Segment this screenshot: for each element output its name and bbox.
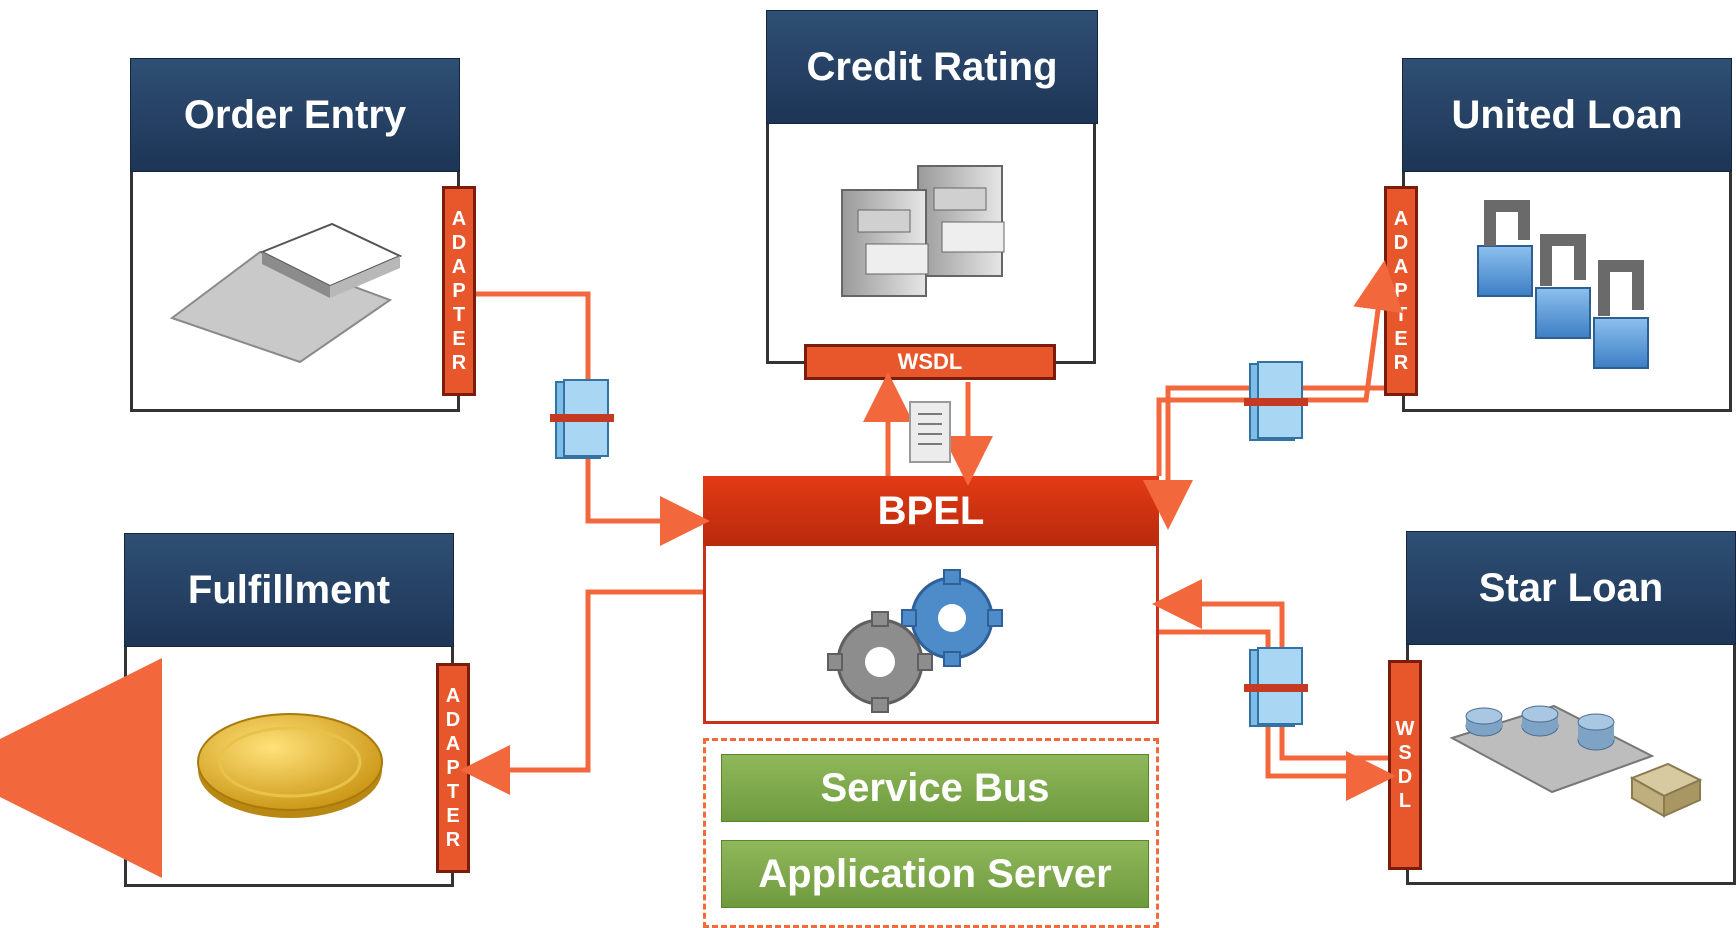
tag-letter: L (1398, 790, 1412, 812)
fulfillment-title: Fulfillment (124, 533, 454, 647)
tag-letter: W (1395, 718, 1415, 740)
tag-letter: D (1397, 766, 1413, 788)
tag-letter: D (451, 232, 467, 254)
document-binder-icon (169, 222, 403, 364)
united-loan-title: United Loan (1402, 58, 1732, 172)
tag-letter: A (451, 208, 467, 230)
tag-letter: A (445, 733, 461, 755)
tag-letter: P (446, 757, 460, 779)
united-to-bpel-connector (1143, 385, 1384, 530)
message-document-icon (909, 401, 951, 463)
gears-icon (827, 569, 1003, 713)
blocks-icon (1477, 200, 1649, 369)
gold-coin-icon (197, 713, 383, 818)
service-bus-layer: Service Bus (721, 754, 1149, 822)
tag-letter: A (445, 685, 461, 707)
conveyor-belt-icon (1449, 704, 1703, 818)
bpel-to-fulfillment-connector (460, 589, 703, 795)
message-envelope-icon (1244, 361, 1308, 441)
order-entry-title: Order Entry (130, 58, 460, 172)
credit-rating-title: Credit Rating (766, 10, 1098, 124)
tag-letter: A (451, 256, 467, 278)
tag-letter: D (1393, 232, 1409, 254)
bpel-title: BPEL (703, 476, 1159, 546)
tag-letter: D (445, 709, 461, 731)
tag-letter: E (1394, 328, 1408, 350)
tag-letter: P (452, 280, 466, 302)
tag-letter: T (446, 781, 460, 803)
file-cabinet-icon (841, 165, 1005, 297)
tag-letter: R (1393, 352, 1409, 374)
tag-letter: R (445, 829, 461, 851)
tag-letter: E (452, 328, 466, 350)
star-loan-title: Star Loan (1406, 531, 1736, 645)
credit-rating-wsdl: WSDL (804, 344, 1056, 380)
tag-letter: T (452, 304, 466, 326)
message-envelope-icon (1244, 647, 1308, 727)
tag-letter: S (1398, 742, 1412, 764)
tag-letter: R (451, 352, 467, 374)
tag-letter: E (446, 805, 460, 827)
tag-letter: A (1393, 208, 1409, 230)
application-server-layer: Application Server (721, 840, 1149, 908)
message-envelope-icon (550, 379, 614, 459)
